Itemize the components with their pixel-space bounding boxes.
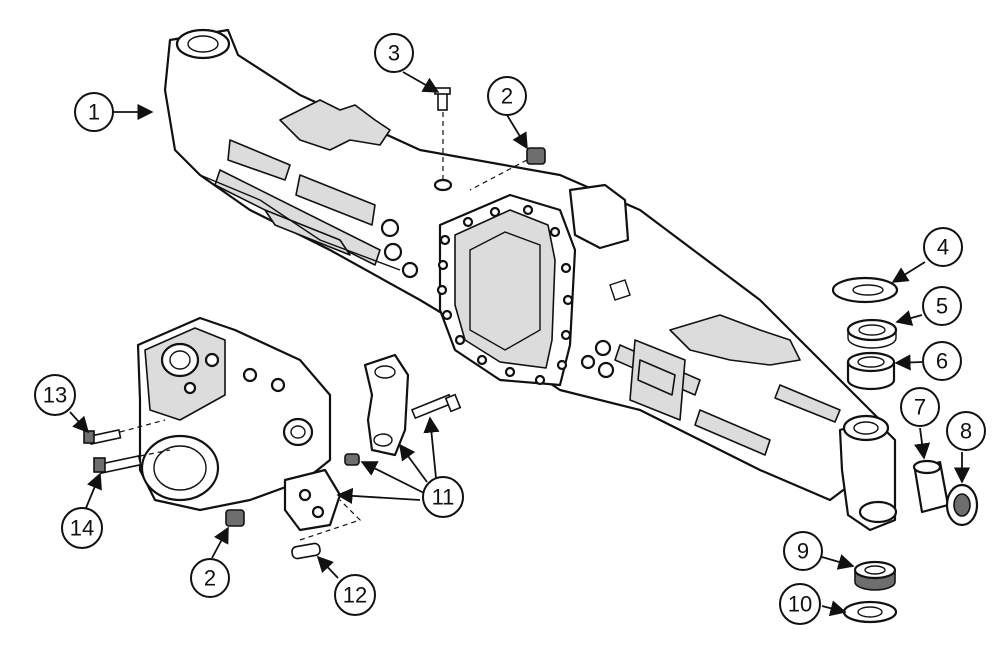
thrust-washer-4	[831, 276, 899, 304]
callout-2-bottom: 2	[190, 558, 230, 598]
callout-5: 5	[922, 286, 962, 326]
svg-text:8: 8	[960, 419, 972, 444]
callout-6: 6	[922, 341, 962, 381]
bushing-7	[912, 459, 950, 514]
callout-12: 12	[334, 574, 376, 616]
svg-text:3: 3	[388, 41, 400, 66]
seal-8	[945, 483, 979, 527]
leader-lines	[69, 71, 971, 617]
callout-3: 3	[374, 33, 414, 73]
callout-2-top: 2	[487, 76, 527, 116]
svg-text:11: 11	[432, 485, 455, 510]
callout-13: 13	[34, 374, 76, 416]
thrust-washer-10	[842, 600, 898, 624]
callout-14: 14	[61, 507, 103, 549]
svg-text:1: 1	[88, 100, 100, 125]
seal-9	[853, 560, 897, 591]
svg-text:5: 5	[936, 294, 948, 319]
callout-11: 11	[422, 476, 464, 518]
svg-text:9: 9	[797, 539, 809, 564]
callout-9: 9	[783, 531, 823, 571]
dowel-11	[344, 453, 360, 466]
bolt-13	[83, 419, 166, 445]
svg-text:2: 2	[501, 84, 513, 109]
svg-text:6: 6	[936, 349, 948, 374]
bolt-14	[93, 449, 171, 474]
svg-text:4: 4	[937, 235, 949, 260]
axle-housing	[163, 28, 898, 532]
svg-text:12: 12	[343, 583, 367, 608]
svg-text:7: 7	[914, 395, 926, 420]
svg-text:2: 2	[204, 566, 216, 591]
svg-text:10: 10	[788, 592, 812, 617]
plug-top	[469, 147, 546, 191]
bolt-11	[410, 393, 462, 420]
svg-text:13: 13	[43, 383, 67, 408]
callout-4: 4	[923, 227, 963, 267]
seal-5	[846, 318, 898, 349]
callout-1: 1	[74, 92, 114, 132]
plug-bottom	[225, 509, 245, 527]
dowel-pin-12	[291, 499, 362, 560]
callout-7: 7	[900, 387, 940, 427]
pivot-carrier	[136, 316, 342, 532]
bearing-cap	[363, 353, 410, 457]
flange-bolts	[436, 204, 574, 386]
callout-8: 8	[946, 411, 986, 451]
svg-text:14: 14	[70, 516, 94, 541]
bushing-6	[846, 351, 896, 391]
callout-10: 10	[779, 583, 821, 625]
